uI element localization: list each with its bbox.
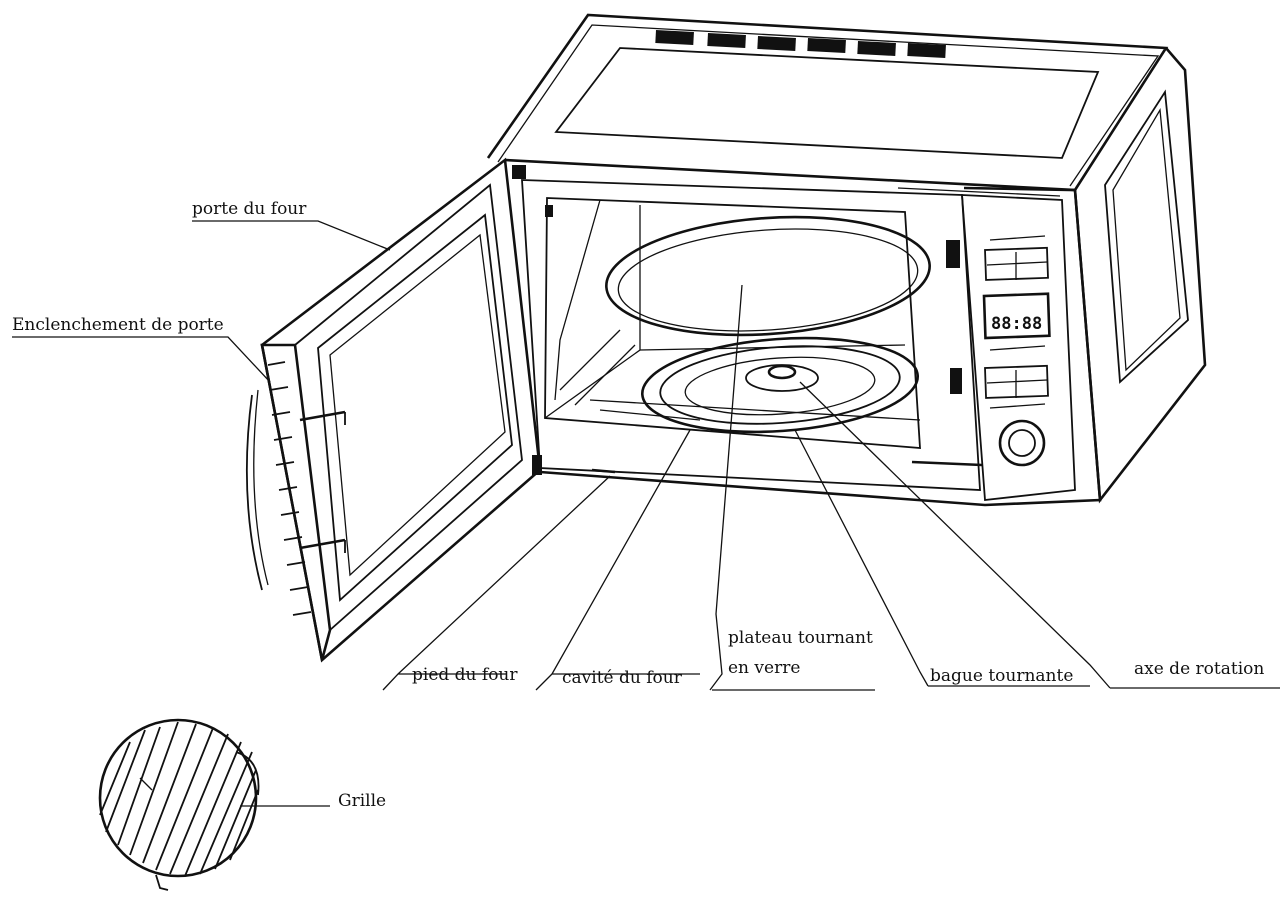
leader-ring: [794, 429, 1090, 687]
vent-slots: [655, 30, 946, 58]
roller-ring: [640, 336, 920, 434]
button-group-middle: [984, 364, 1049, 399]
microwave-body: [486, 13, 1207, 507]
glass-turntable: [605, 215, 931, 337]
label-plate-line2: en verre: [728, 658, 800, 678]
label-axis: axe de rotation: [1134, 659, 1264, 679]
label-latch: Enclenchement de porte: [12, 315, 224, 335]
door-sensor-top: [946, 240, 960, 268]
door-latch: [260, 343, 332, 661]
leader-plate: [709, 284, 875, 691]
button-group-top: [984, 246, 1049, 281]
leader-lines: [12, 220, 1280, 807]
oven-door: [245, 157, 542, 663]
knob-dial: [998, 419, 1046, 467]
side-window: [1104, 89, 1189, 384]
latch-hatching: [267, 361, 312, 616]
leader-axis: [799, 381, 1280, 689]
leader-cavity: [535, 429, 700, 691]
cavity-frame: [521, 179, 981, 491]
label-foot: pied du four: [412, 665, 518, 685]
rotation-axis: [745, 364, 819, 392]
display-readout: 88:88: [991, 314, 1042, 334]
label-door: porte du four: [192, 199, 307, 219]
foot: [591, 468, 616, 474]
label-cavity: cavité du four: [562, 668, 683, 688]
grille-bars: [99, 721, 259, 877]
leader-door: [192, 220, 391, 251]
label-rack: Grille: [338, 791, 386, 811]
grille-rack: [98, 718, 260, 891]
door-sensor-bottom: [950, 368, 962, 394]
control-panel: 88:88: [897, 187, 1076, 501]
front-frame: [504, 158, 1102, 507]
label-plate-line1: plateau tournant: [728, 628, 873, 648]
top-panel: [554, 47, 1100, 159]
leader-foot: [382, 475, 611, 691]
cavity-inner: [544, 197, 921, 449]
display-window: [982, 292, 1051, 340]
label-ring: bague tournante: [930, 666, 1073, 686]
leader-latch: [12, 336, 271, 383]
labels: porte du four Enclenchement de porte pie…: [12, 199, 1264, 811]
